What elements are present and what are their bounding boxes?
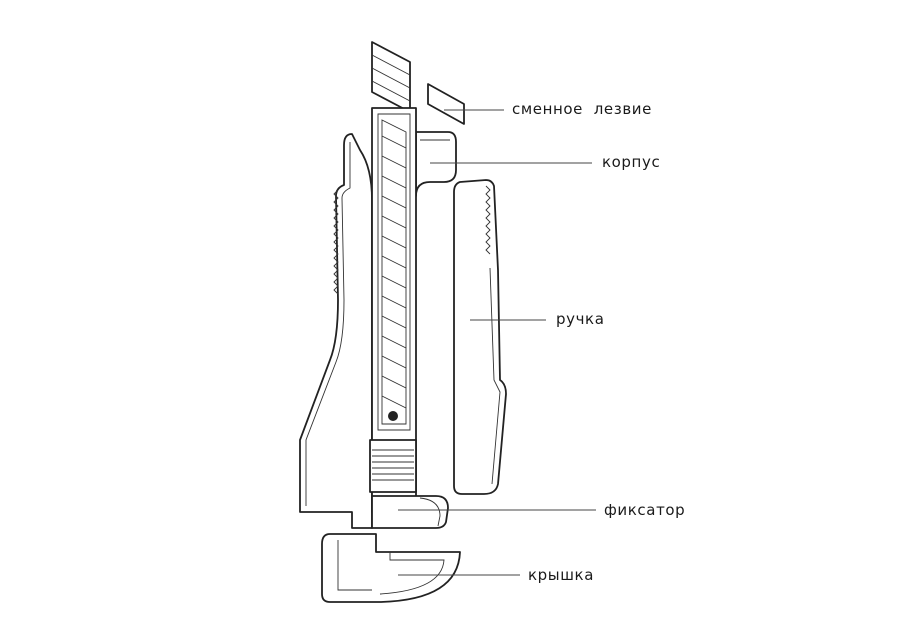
label-blade: сменное лезвие [512, 100, 652, 118]
lock [371, 495, 449, 529]
cap [321, 533, 461, 603]
label-body: корпус [602, 153, 661, 171]
housing [299, 107, 457, 529]
handle [453, 179, 507, 495]
label-lock: фиксатор [604, 501, 686, 519]
label-handle: ручка [556, 310, 605, 328]
label-cap: крышка [528, 566, 595, 584]
